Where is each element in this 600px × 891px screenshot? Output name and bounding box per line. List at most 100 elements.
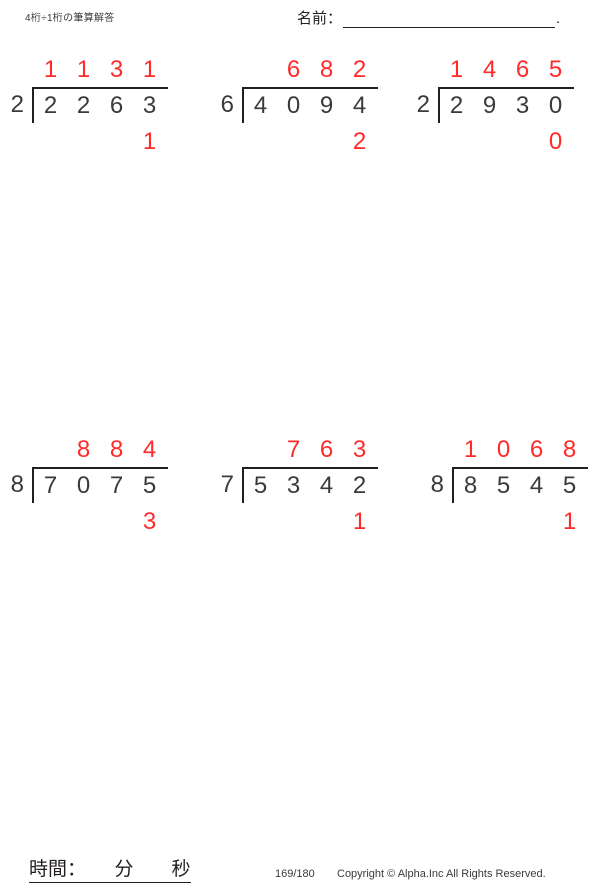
remainder-digit	[520, 507, 553, 537]
bracket-vertical-line	[242, 87, 244, 123]
remainder: 2	[244, 127, 376, 157]
quotient-digit: 0	[496, 436, 511, 463]
quotient-digit: 1	[142, 56, 157, 83]
dividend-digit: 4	[352, 92, 367, 119]
bracket-horizontal-line	[32, 467, 168, 469]
quotient-digit	[34, 435, 67, 465]
page-header: 4桁÷1桁の筆算解答 名前： .	[0, 0, 600, 40]
dividend-digit: 0	[76, 472, 91, 499]
remainder: 1	[34, 127, 166, 157]
problem-1: 2 1 1 3 1 2 2 6 3 1	[0, 55, 200, 185]
problem-2: 6 6 8 2 4 0 9 4 2	[200, 55, 400, 185]
dividend-digit: 5	[253, 472, 268, 499]
bracket-horizontal-line	[438, 87, 574, 89]
remainder-digit	[67, 127, 100, 157]
page-footer: 時間： 分 秒 169/180 Copyright © Alpha.Inc Al…	[0, 851, 600, 891]
bracket-horizontal-line	[452, 467, 588, 469]
quotient: 7 6 3	[244, 435, 376, 465]
divisor: 6	[220, 91, 234, 118]
dividend-digit: 0	[548, 92, 563, 119]
remainder-digit	[100, 127, 133, 157]
remainder-digit	[454, 507, 487, 537]
remainder-digit	[244, 507, 277, 537]
dividend: 7 0 7 5	[34, 471, 166, 501]
quotient: 1 4 6 5	[440, 55, 572, 85]
dividend-digit: 7	[109, 472, 124, 499]
dividend: 2 9 3 0	[440, 91, 572, 121]
remainder-digit	[473, 127, 506, 157]
quotient-digit: 1	[43, 56, 58, 83]
time-field[interactable]: 時間： 分 秒	[29, 858, 191, 883]
dividend-digit: 3	[515, 92, 530, 119]
dividend: 4 0 9 4	[244, 91, 376, 121]
page-title: 4桁÷1桁の筆算解答	[25, 13, 115, 24]
quotient-digit: 5	[548, 56, 563, 83]
quotient-digit: 6	[319, 436, 334, 463]
name-label: 名前：	[297, 10, 343, 27]
dividend-digit: 6	[109, 92, 124, 119]
dividend: 5 3 4 2	[244, 471, 376, 501]
dividend: 2 2 6 3	[34, 91, 166, 121]
dividend-digit: 9	[319, 92, 334, 119]
dividend-digit: 2	[352, 472, 367, 499]
quotient: 1 0 6 8	[454, 435, 586, 465]
remainder-digit	[440, 127, 473, 157]
quotient-digit: 3	[352, 436, 367, 463]
problem-row-1: 2 1 1 3 1 2 2 6 3 1	[0, 55, 600, 435]
bracket-vertical-line	[32, 87, 34, 123]
remainder-digit: 1	[352, 508, 367, 535]
dividend-digit: 2	[76, 92, 91, 119]
quotient-digit: 4	[142, 436, 157, 463]
name-field-group: 名前： .	[297, 8, 560, 28]
problem-4: 8 8 8 4 7 0 7 5 3	[0, 435, 200, 565]
name-input[interactable]	[343, 8, 556, 28]
remainder-digit	[277, 507, 310, 537]
dividend-digit: 0	[286, 92, 301, 119]
quotient-digit: 3	[109, 56, 124, 83]
remainder: 0	[440, 127, 572, 157]
bracket-vertical-line	[452, 467, 454, 503]
time-label: 時間： 分 秒	[29, 859, 191, 880]
bracket-vertical-line	[242, 467, 244, 503]
quotient-digit: 8	[109, 436, 124, 463]
divisor: 2	[10, 91, 24, 118]
problem-6: 8 1 0 6 8 8 5 4 5 1	[400, 435, 600, 565]
dividend-digit: 3	[142, 92, 157, 119]
dividend-digit: 4	[253, 92, 268, 119]
problem-5: 7 7 6 3 5 3 4 2 1	[200, 435, 400, 565]
remainder-digit	[310, 507, 343, 537]
divisor: 7	[220, 471, 234, 498]
remainder-digit: 1	[562, 508, 577, 535]
quotient-digit: 6	[286, 56, 301, 83]
page-number: 169/180	[275, 868, 315, 880]
dividend-digit: 5	[562, 472, 577, 499]
quotient: 6 8 2	[244, 55, 376, 85]
remainder-digit	[34, 127, 67, 157]
problem-row-2: 8 8 8 4 7 0 7 5 3	[0, 435, 600, 815]
remainder-digit	[34, 507, 67, 537]
quotient-digit: 7	[286, 436, 301, 463]
quotient-digit: 8	[76, 436, 91, 463]
dividend-digit: 4	[529, 472, 544, 499]
dividend-digit: 9	[482, 92, 497, 119]
quotient-digit	[244, 55, 277, 85]
divisor: 8	[10, 471, 24, 498]
divisor: 8	[430, 471, 444, 498]
dividend-digit: 3	[286, 472, 301, 499]
remainder-digit	[244, 127, 277, 157]
dividend-digit: 2	[43, 92, 58, 119]
remainder-digit: 1	[142, 128, 157, 155]
dividend-digit: 8	[463, 472, 478, 499]
remainder-digit: 3	[142, 508, 157, 535]
quotient-digit: 6	[529, 436, 544, 463]
dividend-digit: 4	[319, 472, 334, 499]
remainder-digit	[506, 127, 539, 157]
name-trailing-dot: .	[556, 10, 561, 27]
quotient-digit: 6	[515, 56, 530, 83]
remainder: 3	[34, 507, 166, 537]
remainder: 1	[244, 507, 376, 537]
problem-3: 2 1 4 6 5 2 9 3 0 0	[400, 55, 600, 185]
remainder-digit	[310, 127, 343, 157]
dividend-digit: 2	[449, 92, 464, 119]
quotient-digit: 2	[352, 56, 367, 83]
